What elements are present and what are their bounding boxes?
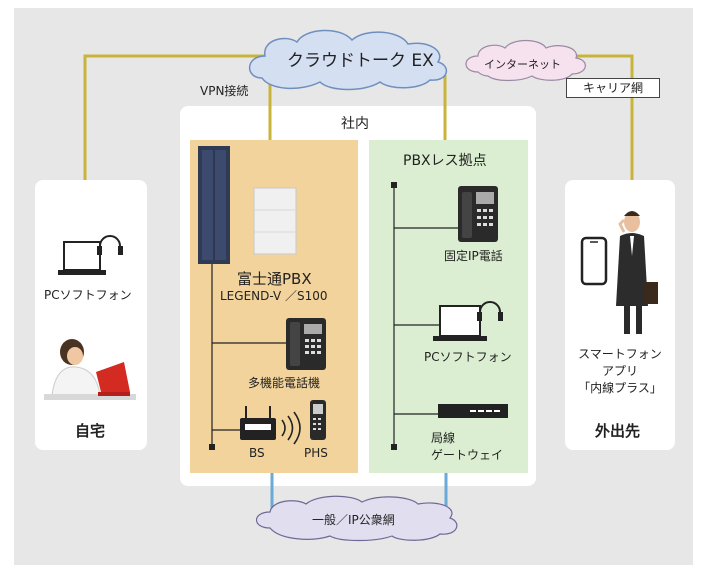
pc-softphone-home-icon	[58, 235, 123, 275]
home-label: 自宅	[75, 422, 106, 440]
public-net-label: 一般／IP公衆網	[312, 513, 395, 527]
phs-handset-icon	[310, 400, 326, 440]
base-station-icon	[240, 406, 301, 445]
multi-function-phone-icon	[286, 318, 326, 370]
cloud-talk-cloud	[248, 29, 448, 91]
bs-label: BS	[249, 446, 265, 460]
carrier-label: キャリア網	[566, 78, 660, 98]
multi-phone-label: 多機能電話機	[248, 376, 321, 390]
pc-softphone-branch-label: PCソフトフォン	[424, 350, 512, 364]
person-at-laptop-icon	[44, 339, 136, 400]
pbx-cabinet-icon	[198, 146, 297, 264]
internet-label: インターネット	[484, 58, 561, 71]
smartphone-icon	[580, 236, 608, 286]
cloud-label: クラウドトーク EX	[287, 51, 434, 71]
pbx-less-label: PBXレス拠点	[403, 153, 487, 169]
fixed-ip-phone-label: 固定IP電話	[444, 249, 503, 263]
phs-label: PHS	[304, 446, 328, 460]
vpn-label: VPN接続	[200, 84, 249, 98]
gateway-label: 局線 ゲートウェイ	[431, 431, 504, 462]
gateway-icon	[438, 404, 508, 418]
outside-label: 外出先	[595, 422, 641, 440]
internet-cloud	[465, 39, 586, 82]
businessman-icon	[616, 211, 658, 334]
pc-softphone-branch-icon	[433, 301, 503, 341]
vpn-line-home	[83, 54, 265, 180]
pbx-model-label: LEGEND-V ／S100	[220, 289, 328, 303]
pbx-name-label: 富士通PBX	[237, 270, 312, 288]
public-cloud	[255, 495, 458, 542]
home-panel	[35, 180, 147, 450]
pc-softphone-home-label: PCソフトフォン	[44, 288, 132, 302]
office-label: 社内	[341, 116, 369, 132]
fixed-ip-phone-icon	[458, 186, 498, 242]
smartphone-app-label: スマートフォン アプリ 「内線プラス」	[578, 347, 662, 395]
